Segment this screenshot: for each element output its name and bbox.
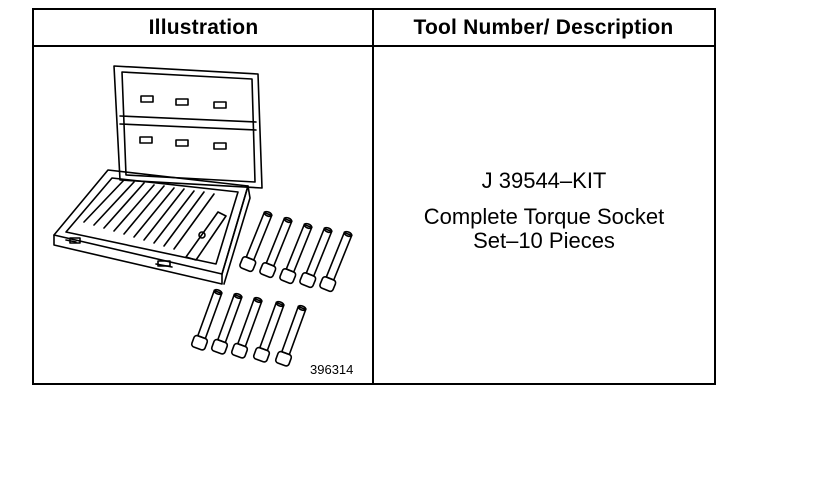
torque-sockets-upper [239, 210, 353, 293]
description-line-1: Complete Torque Socket [423, 204, 665, 229]
column-divider [372, 10, 374, 383]
figure-number: 396314 [310, 362, 354, 377]
tool-description-cell: J 39544–KIT Complete Torque Socket Set–1… [374, 49, 714, 383]
tool-table: Illustration Tool Number/ Description [32, 8, 716, 385]
torque-sockets-lower [190, 288, 307, 367]
header-tool-description: Tool Number/ Description [373, 10, 714, 47]
lid-clip [140, 95, 154, 103]
description-line-2: Set–10 Pieces [473, 228, 615, 253]
case-lid [113, 65, 263, 189]
header-illustration: Illustration [34, 10, 373, 47]
torque-socket-kit-illustration [53, 65, 353, 367]
tool-number: J 39544–KIT [481, 168, 607, 193]
